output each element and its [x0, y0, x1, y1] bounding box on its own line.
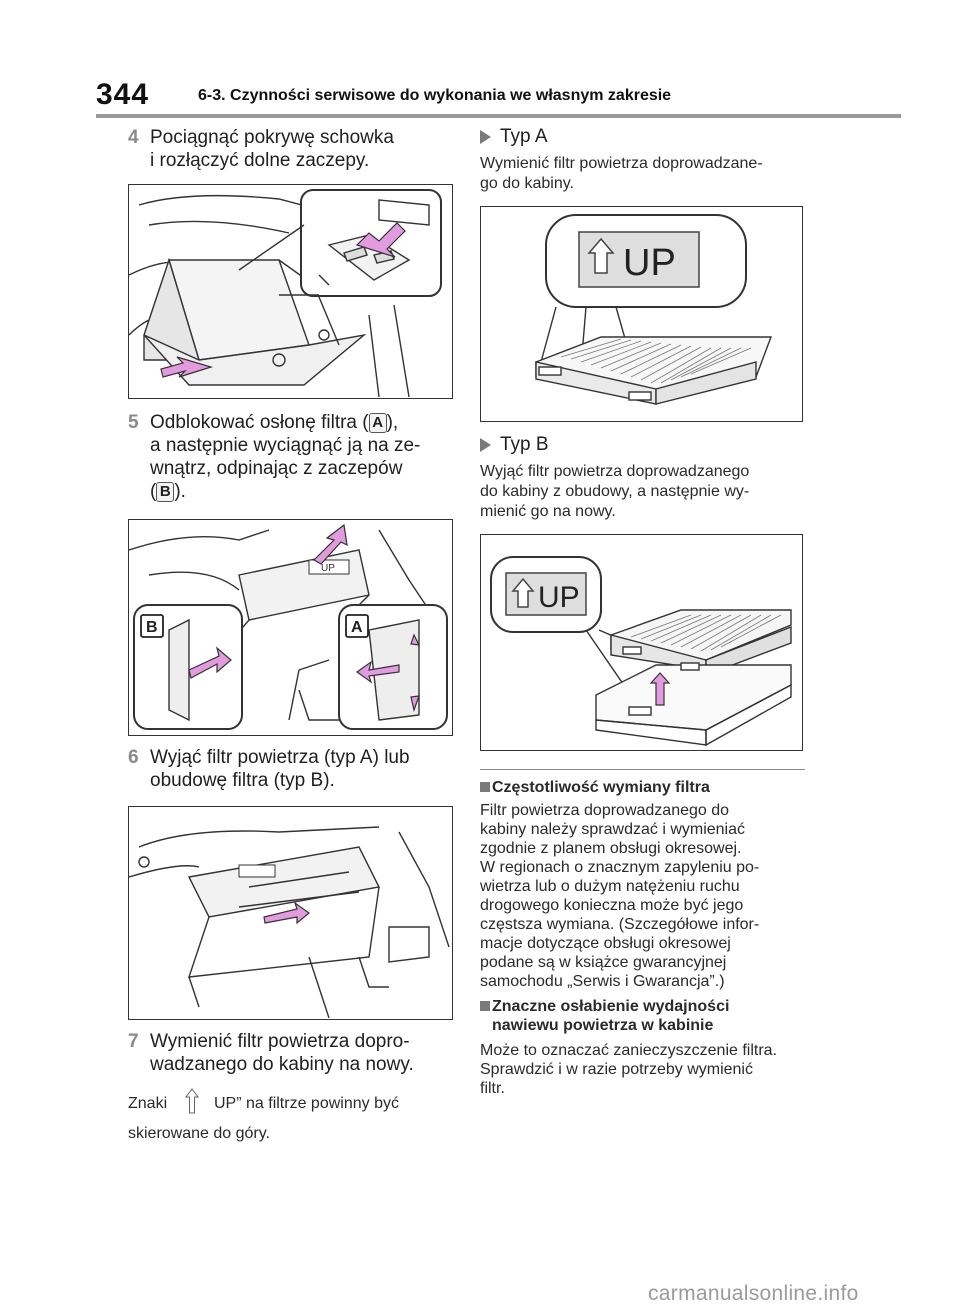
page-number: 344 — [96, 78, 150, 111]
callout-key-a: A — [368, 413, 387, 433]
note-airflow-reduction: Znaczne osłabienie wydajności nawiewu po… — [480, 997, 805, 1098]
up-arrow-icon — [587, 237, 615, 274]
note-title: Znaczne osłabienie wydajności — [492, 998, 730, 1015]
type-a-heading: Typ A — [480, 126, 805, 148]
note-line: Filtr powietrza doprowadzanego do — [480, 802, 730, 819]
type-b-line: Wyjąć filtr powietrza doprowadzanego — [480, 463, 750, 480]
step-text: wnątrz, odpinając z zaczepów — [150, 458, 403, 479]
callout-key-b: B — [156, 482, 175, 502]
step-5: 5 Odblokować osłonę filtra (A), a następ… — [128, 411, 453, 503]
note-line: zgodnie z planem obsługi okresowej. — [480, 840, 742, 857]
note-line: W regionach o znacznym zapyleniu po- — [480, 859, 760, 876]
note-body: Filtr powietrza doprowadzanego do kabiny… — [480, 801, 805, 991]
section-divider — [480, 769, 805, 770]
callout-label-b: B — [140, 614, 164, 638]
type-a-title: Typ A — [500, 126, 548, 147]
step-number: 6 — [128, 747, 139, 768]
note-replacement-frequency: Częstotliwość wymiany filtra Filtr powie… — [480, 778, 805, 991]
step-4: 4 Pociągnąć pokrywę schowka i rozłączyć … — [128, 126, 453, 172]
filter-cover-figure: UP B A — [128, 519, 453, 736]
note-heading: Częstotliwość wymiany filtra — [480, 778, 805, 797]
type-b-title: Typ B — [500, 434, 549, 455]
watermark: carmanualsonline.info — [648, 1282, 859, 1305]
note-body: Może to oznaczać zanieczyszczenie filtra… — [480, 1041, 805, 1098]
step-number: 4 — [128, 127, 139, 148]
arrow-icon — [649, 672, 671, 706]
svg-text:UP: UP — [321, 563, 335, 574]
note-line: drogowego konieczna może być jego — [480, 897, 744, 914]
note-title: Częstotliwość wymiany filtra — [492, 779, 710, 796]
square-bullet-icon — [480, 782, 490, 792]
note-line: Może to oznaczać zanieczyszczenie filtra… — [480, 1042, 778, 1059]
triangle-bullet-icon — [480, 438, 491, 452]
note-line: filtr. — [480, 1080, 505, 1097]
right-column: Typ A Wymienić filtr powietrza doprowadz… — [480, 126, 805, 1098]
triangle-bullet-icon — [480, 130, 491, 144]
note-text: skierowane do góry. — [128, 1125, 270, 1142]
filter-removal-illustration — [129, 826, 450, 1018]
filter-cover-illustration: UP B A — [129, 523, 448, 730]
step-text: Pociągnąć pokrywę schowka — [150, 127, 394, 148]
note-line: kabiny należy sprawdzać i wymieniać — [480, 821, 745, 838]
note-line: wietrza lub o dużym natężeniu ruchu — [480, 878, 740, 895]
type-b-text: Wyjąć filtr powietrza doprowadzanego do … — [480, 462, 805, 522]
up-arrow-icon — [511, 577, 535, 608]
step-text: i rozłączyć dolne zaczepy. — [150, 150, 370, 171]
step-text: Wyjąć filtr powietrza (typ A) lub — [150, 747, 410, 768]
up-arrow-icon — [185, 1088, 199, 1114]
note-line: podane są w książce gwarancyjnej — [480, 954, 727, 971]
square-bullet-icon — [480, 1001, 490, 1011]
step-text: Wymienić filtr powietrza dopro- — [150, 1031, 410, 1052]
note-line: Sprawdzić i w razie potrzeby wymienić — [480, 1061, 753, 1078]
note-text: Znaki — [128, 1095, 168, 1112]
note-heading: Znaczne osłabienie wydajności nawiewu po… — [480, 997, 805, 1035]
svg-text:B: B — [146, 619, 158, 636]
up-label: UP — [623, 242, 676, 284]
step-7: 7 Wymienić filtr powietrza dopro- wadzan… — [128, 1030, 453, 1076]
step-number: 7 — [128, 1031, 139, 1052]
step-text: a następnie wyciągnąć ją na ze- — [150, 435, 421, 456]
step-number: 5 — [128, 412, 139, 433]
type-a-figure: UP — [480, 206, 803, 422]
note-line: częstsza wymiana. (Szczegółowe infor- — [480, 916, 760, 933]
orientation-note: Znaki UP” na filtrze powinny być skierow… — [128, 1088, 453, 1144]
note-line: samochodu „Serwis i Gwarancja”.) — [480, 973, 725, 990]
section-title: 6-3. Czynności serwisowe do wykonania we… — [198, 87, 672, 104]
header-rule — [96, 114, 901, 118]
note-line: macje dotyczące obsługi okresowej — [480, 935, 731, 952]
type-b-filter-illustration: UP — [490, 556, 792, 747]
type-b-figure: UP — [480, 534, 803, 751]
note-title: nawiewu powietrza w kabinie — [492, 1017, 714, 1034]
callout-label-a: A — [345, 614, 369, 638]
page-header: 344 6-3. Czynności serwisowe do wykonani… — [0, 0, 960, 118]
step-text: Odblokować osłonę filtra ( — [150, 412, 369, 433]
type-b-line: do kabiny z obudowy, a następnie wy- — [480, 483, 750, 500]
step-text: obudowę filtra (typ B). — [150, 770, 335, 791]
type-a-line: go do kabiny. — [480, 175, 574, 192]
glovebox-figure — [128, 184, 453, 399]
type-b-line: mienić go na nowy. — [480, 503, 616, 520]
arrow-icon — [263, 901, 310, 925]
glovebox-illustration — [129, 189, 442, 397]
svg-text:A: A — [351, 619, 363, 636]
step-text: ), — [386, 412, 399, 433]
up-label: UP — [538, 581, 580, 614]
type-b-heading: Typ B — [480, 434, 805, 456]
up-label-small — [238, 864, 276, 878]
left-column: 4 Pociągnąć pokrywę schowka i rozłączyć … — [128, 126, 453, 1144]
type-a-line: Wymienić filtr powietrza doprowadzane- — [480, 155, 763, 172]
type-a-text: Wymienić filtr powietrza doprowadzane- g… — [480, 154, 805, 194]
step-6: 6 Wyjąć filtr powietrza (typ A) lub obud… — [128, 746, 453, 792]
step-text: wadzanego do kabiny na nowy. — [150, 1054, 414, 1075]
arrow-icon — [160, 222, 406, 378]
step-text: ). — [174, 481, 186, 502]
arrow-icon — [188, 523, 421, 713]
step-text: ( — [150, 481, 157, 502]
note-text: UP” na filtrze powinny być — [214, 1095, 399, 1112]
up-label-small: UP — [308, 559, 350, 575]
type-a-filter-illustration: UP — [535, 214, 773, 405]
filter-removal-figure — [128, 806, 453, 1020]
